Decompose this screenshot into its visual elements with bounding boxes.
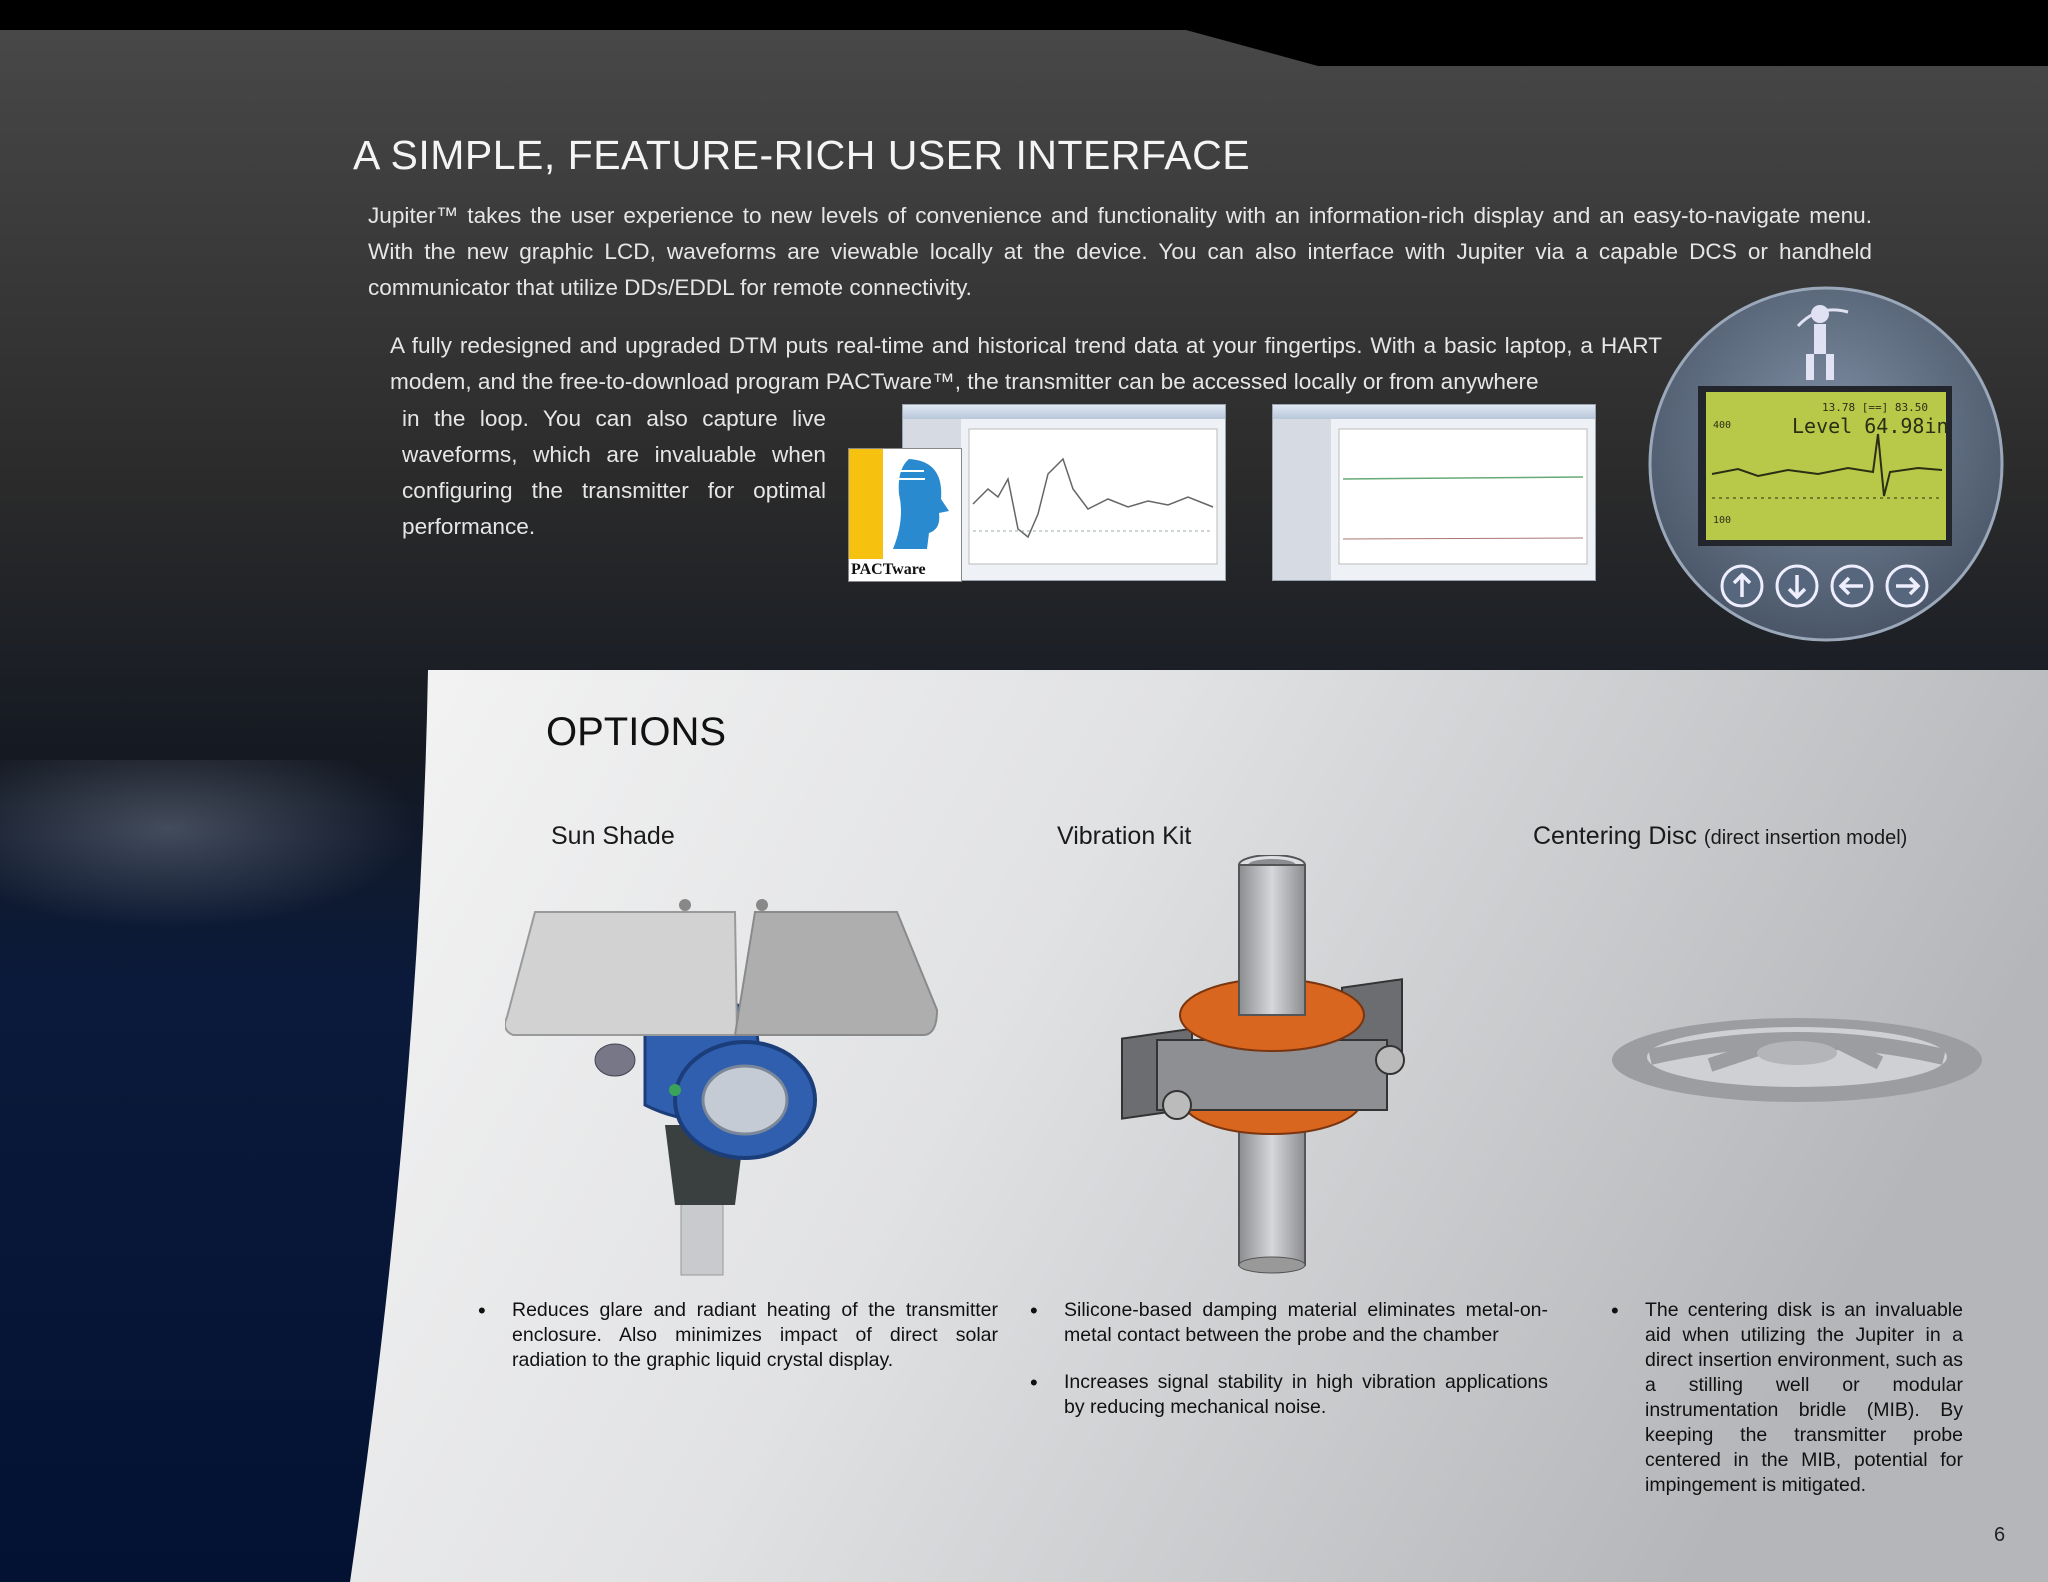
- lcd-left-button-icon[interactable]: [1830, 564, 1874, 608]
- option-heading-vibration-kit: Vibration Kit: [1057, 822, 1191, 851]
- vibration-kit-bullets: Silicone-based damping material eliminat…: [1030, 1298, 1548, 1442]
- page-number: 6: [1994, 1524, 2006, 1546]
- option-name: Vibration Kit: [1057, 822, 1192, 850]
- interface-title: A SIMPLE, FEATURE-RICH USER INTERFACE: [353, 132, 1251, 178]
- list-item: Silicone-based damping material eliminat…: [1030, 1298, 1548, 1348]
- option-heading-centering-disc: Centering Disc (direct insertion model): [1533, 822, 1907, 851]
- centering-disc-illustration: [1612, 1018, 1982, 1102]
- pactware-logo: PACTware: [848, 448, 962, 582]
- option-name: Centering Disc: [1533, 822, 1697, 850]
- interface-intro-paragraph: Jupiter™ takes the user experience to ne…: [368, 203, 1872, 300]
- lcd-right-button-icon[interactable]: [1885, 564, 1929, 608]
- top-black-band: [0, 0, 2048, 66]
- lcd-up-button-icon[interactable]: [1720, 564, 1764, 608]
- centering-disc-bullets: The centering disk is an invaluable aid …: [1611, 1298, 1963, 1520]
- lcd-down-button-icon[interactable]: [1775, 564, 1819, 608]
- list-item: Reduces glare and radiant heating of the…: [478, 1298, 998, 1373]
- options-title: OPTIONS: [546, 710, 727, 754]
- list-item: The centering disk is an invaluable aid …: [1611, 1298, 1963, 1498]
- option-heading-sun-shade: Sun Shade: [551, 822, 675, 851]
- lcd-status-line: 13.78 [==] 83.50: [1822, 401, 1928, 414]
- sun-shade-bullets: Reduces glare and radiant heating of the…: [478, 1298, 998, 1395]
- lcd-level-readout: Level 64.98in: [1792, 414, 1949, 438]
- lcd-axis-bottom: 100: [1713, 515, 1732, 526]
- pactware-screenshot-trend: [1272, 404, 1596, 581]
- option-note: (direct insertion model): [1703, 827, 1908, 849]
- jupiter-lcd-display: [1648, 286, 2004, 642]
- dtm-paragraph-continued: in the loop. You can also capture live w…: [402, 406, 826, 539]
- pactware-logo-text: PACTware: [851, 561, 926, 578]
- option-name: Sun Shade: [551, 822, 675, 850]
- sun-shade-illustration: [505, 899, 939, 1276]
- dtm-paragraph: A fully redesigned and upgraded DTM puts…: [390, 333, 1662, 394]
- lcd-axis-top: 400: [1713, 420, 1732, 431]
- list-item: Increases signal stability in high vibra…: [1030, 1370, 1548, 1420]
- water-wave-decoration: [0, 760, 420, 930]
- vibration-kit-illustration: [1121, 855, 1405, 1274]
